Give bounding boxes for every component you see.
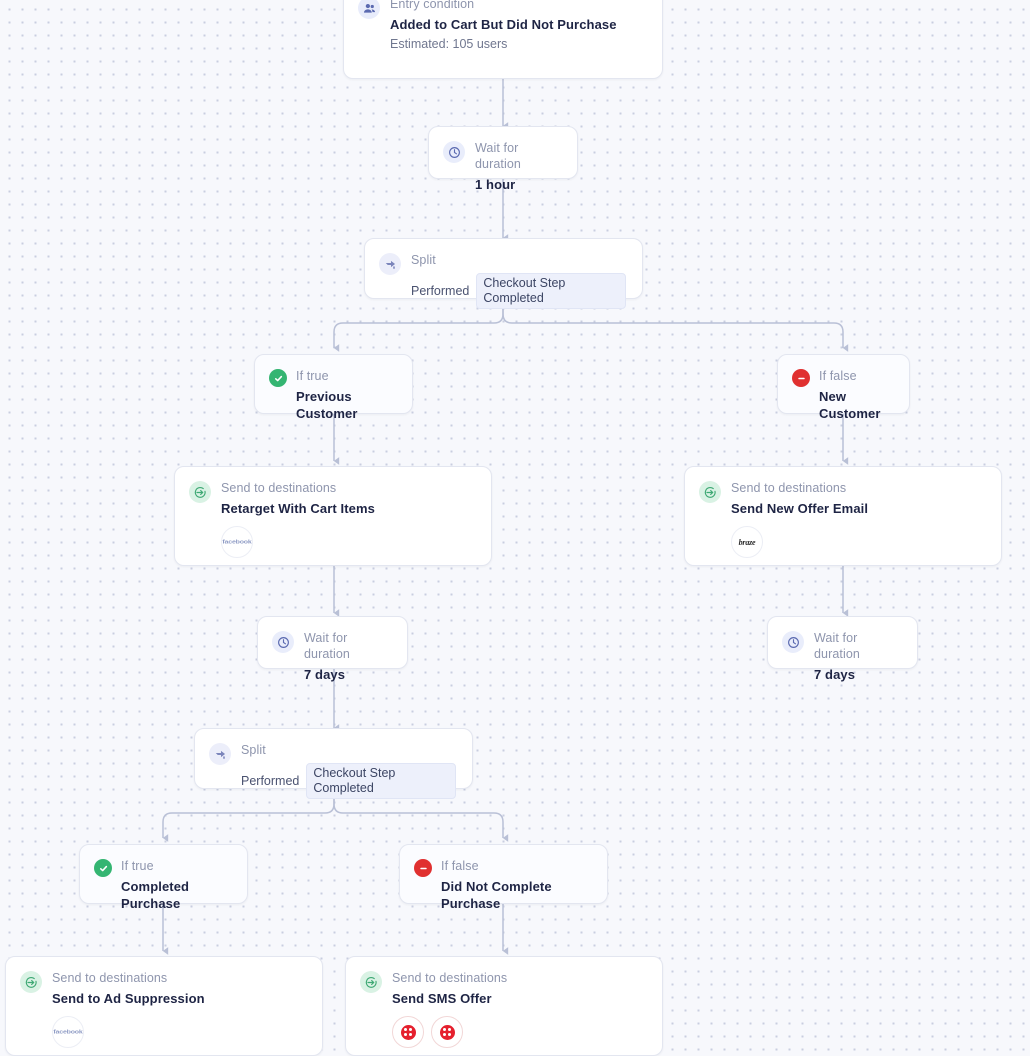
send-icon xyxy=(699,481,721,503)
node-entry-condition[interactable]: Entry condition Added to Cart But Did No… xyxy=(343,0,663,79)
node-title: Send SMS Offer xyxy=(392,991,492,1006)
clock-icon xyxy=(443,141,465,163)
twilio-mark xyxy=(439,1024,455,1040)
braze-logo: braze xyxy=(731,526,763,558)
node-send-destinations-2[interactable]: Send to destinations Send New Offer Emai… xyxy=(684,466,1002,566)
node-kicker: Send to destinations xyxy=(52,971,168,985)
split-condition-label: Performed xyxy=(411,283,470,298)
node-title: Added to Cart But Did Not Purchase xyxy=(390,17,617,32)
node-branch-if-true-1[interactable]: If true Previous Customer xyxy=(254,354,413,421)
clock-icon xyxy=(272,631,294,653)
node-kicker: Wait for duration xyxy=(475,141,521,171)
node-title: Send to Ad Suppression xyxy=(52,991,205,1006)
node-split-1[interactable]: Split Performed Checkout Step Completed xyxy=(364,238,643,309)
twilio-mark xyxy=(400,1024,416,1040)
node-kicker: Entry condition xyxy=(390,0,475,11)
entry-estimate: Estimated: 105 users xyxy=(390,37,508,51)
split-condition-value[interactable]: Checkout Step Completed xyxy=(476,273,626,309)
node-title: New Customer xyxy=(819,389,881,421)
node-kicker: If false xyxy=(819,369,857,383)
node-title: Did Not Complete Purchase xyxy=(441,879,552,911)
destination-logos xyxy=(392,1016,646,1048)
facebook-ads-logo: facebook xyxy=(52,1016,84,1048)
node-branch-if-false-2[interactable]: If false Did Not Complete Purchase xyxy=(399,844,608,911)
split-condition-label: Performed xyxy=(241,773,300,788)
split-icon xyxy=(379,253,401,275)
send-icon xyxy=(189,481,211,503)
node-branch-if-true-2[interactable]: If true Completed Purchase xyxy=(79,844,248,911)
node-title: Previous Customer xyxy=(296,389,358,421)
destination-logos: facebook xyxy=(52,1016,306,1048)
node-kicker: Wait for duration xyxy=(304,631,350,661)
node-kicker: If true xyxy=(121,859,154,873)
check-circle-icon xyxy=(94,859,112,877)
minus-circle-icon xyxy=(792,369,810,387)
node-send-destinations-3[interactable]: Send to destinations Send to Ad Suppress… xyxy=(5,956,323,1056)
clock-icon xyxy=(782,631,804,653)
minus-circle-icon xyxy=(414,859,432,877)
destination-logos: facebook xyxy=(221,526,475,558)
node-branch-if-false-1[interactable]: If false New Customer xyxy=(777,354,910,421)
split-condition-value[interactable]: Checkout Step Completed xyxy=(306,763,456,799)
node-title: Send New Offer Email xyxy=(731,501,869,516)
node-title: 7 days xyxy=(814,667,856,682)
node-kicker: Wait for duration xyxy=(814,631,860,661)
node-title: 7 days xyxy=(304,667,346,682)
node-title: Retarget With Cart Items xyxy=(221,501,375,516)
send-icon xyxy=(360,971,382,993)
node-split-2[interactable]: Split Performed Checkout Step Completed xyxy=(194,728,473,799)
node-title: Completed Purchase xyxy=(121,879,190,911)
node-title: 1 hour xyxy=(475,177,516,192)
facebook-ads-logo: facebook xyxy=(221,526,253,558)
node-send-destinations-4[interactable]: Send to destinations Send SMS Offer xyxy=(345,956,663,1056)
node-kicker: Split xyxy=(241,743,266,757)
node-kicker: Split xyxy=(411,253,436,267)
node-kicker: If true xyxy=(296,369,329,383)
node-send-destinations-1[interactable]: Send to destinations Retarget With Cart … xyxy=(174,466,492,566)
destination-logos: braze xyxy=(731,526,985,558)
node-kicker: Send to destinations xyxy=(731,481,847,495)
twilio-segment-logo xyxy=(431,1016,463,1048)
split-icon xyxy=(209,743,231,765)
send-icon xyxy=(20,971,42,993)
node-wait-3[interactable]: Wait for duration 7 days xyxy=(767,616,918,682)
node-wait-1[interactable]: Wait for duration 1 hour xyxy=(428,126,578,192)
people-icon xyxy=(358,0,380,19)
node-kicker: Send to destinations xyxy=(221,481,337,495)
node-kicker: If false xyxy=(441,859,479,873)
node-kicker: Send to destinations xyxy=(392,971,508,985)
check-circle-icon xyxy=(269,369,287,387)
twilio-logo xyxy=(392,1016,424,1048)
node-wait-2[interactable]: Wait for duration 7 days xyxy=(257,616,408,682)
